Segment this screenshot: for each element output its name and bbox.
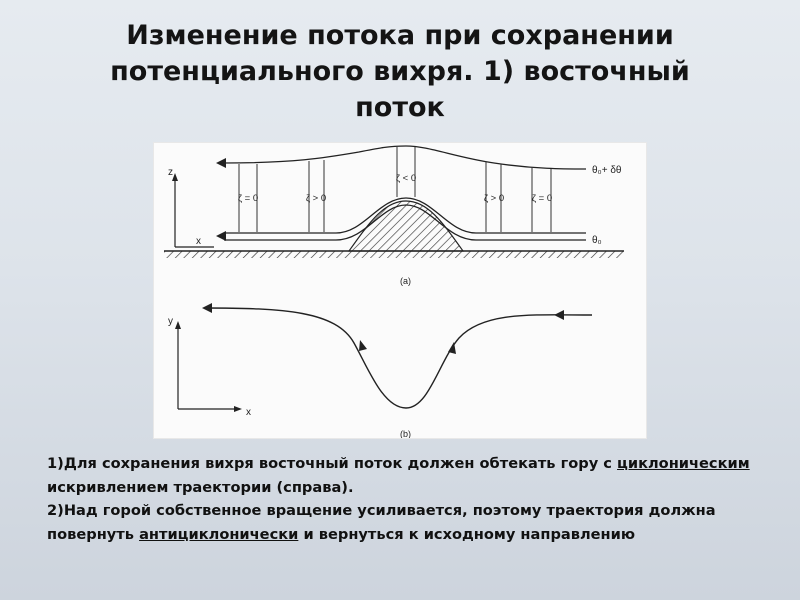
note-1-end: искривлением траектории (справа).: [47, 478, 354, 496]
note-1: 1)Для сохранения вихря восточный поток д…: [47, 452, 767, 499]
x-axis-label-b: x: [246, 407, 251, 418]
upper-flow-arrow: [216, 158, 226, 168]
title-line-1: Изменение потока при сохранении: [126, 20, 674, 51]
y-axis-label: y: [168, 316, 173, 327]
ground-hatching: [164, 251, 624, 258]
y-axis-arrow: [175, 321, 181, 329]
figure-diagram: z x ζ = 0 ζ > 0: [164, 145, 624, 438]
note-2: 2)Над горой собственное вращение усилива…: [47, 499, 767, 546]
note-2-start: 2)Над горой собственное вращение усилива…: [47, 502, 716, 543]
trajectory-arrow-mid-left: [359, 340, 367, 351]
upper-flow-surface: [223, 145, 587, 170]
lower-surface-label: θ₀: [592, 235, 602, 246]
note-2-underlined: антициклонически: [139, 525, 299, 543]
zeta-label-4: ζ > 0: [484, 193, 504, 204]
vortex-columns: [238, 147, 552, 232]
lower-flow-arrow: [216, 231, 226, 241]
slide-title: Изменение потока при сохранении потенциа…: [60, 18, 740, 126]
trajectory-arrow-right: [554, 310, 564, 320]
note-1-start: 1)Для сохранения вихря восточный поток д…: [47, 455, 618, 472]
panel-a: z x ζ = 0 ζ > 0: [164, 145, 624, 286]
trajectory-arrow-mid-right: [448, 342, 456, 354]
lower-flow-surface-inner: [224, 204, 586, 241]
note-2-end: и вернуться к исходному направлению: [298, 525, 636, 543]
zeta-label-2: ζ > 0: [306, 193, 326, 204]
zeta-label-3: ζ < 0: [396, 173, 416, 184]
zeta-label-1: ζ = 0: [238, 193, 258, 204]
figure-scan: z x ζ = 0 ζ > 0: [154, 143, 646, 438]
zeta-label-5: ζ = 0: [532, 193, 552, 204]
panel-a-label: (a): [400, 276, 411, 286]
trajectory-arrow-left: [202, 303, 212, 313]
title-line-3: поток: [355, 92, 445, 123]
upper-surface-label: θ₀+ δθ: [592, 165, 622, 176]
panel-b-label: (b): [400, 429, 411, 438]
x-axis-b-arrow: [234, 406, 242, 412]
lower-flow-surface-outer: [224, 197, 586, 234]
panel-b: y x (b): [168, 303, 593, 438]
z-axis-label: z: [168, 167, 173, 178]
mountain: [347, 200, 465, 252]
z-axis-arrow: [172, 173, 178, 181]
note-1-underlined: циклоническим: [617, 455, 750, 472]
x-axis-label-a: x: [196, 236, 201, 247]
explanation-text: 1)Для сохранения вихря восточный поток д…: [47, 452, 767, 546]
trajectory-curve: [203, 307, 593, 409]
title-line-2: потенциального вихря. 1) восточный: [110, 56, 690, 87]
